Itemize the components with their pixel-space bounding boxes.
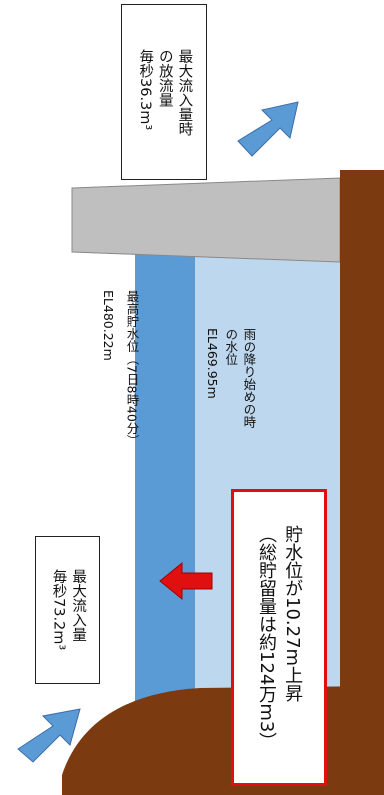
max-level-line-1: 最高貯水位（7日8時40分） (124, 290, 140, 447)
max-level-label: 最高貯水位（7日8時40分） EL480.22m (96, 290, 144, 447)
inflow-arrow-icon (17, 708, 81, 763)
inflow-line-1: 最大流入量 (70, 569, 87, 642)
outflow-line-1: 最大流入量時 (176, 48, 193, 136)
rise-arrow-icon (159, 561, 213, 601)
rise-line-2: （総貯留量は約124万m3） (256, 524, 277, 751)
outflow-arrow-icon (237, 101, 299, 157)
dam-body (71, 177, 341, 263)
inflow-label: 最大流入量 毎秒73.2m³ (48, 569, 87, 650)
rise-line-1: 貯水位が10.27m上昇 (282, 524, 304, 702)
outflow-line-2: の放流量 (156, 48, 173, 107)
risen-water-region (135, 245, 195, 765)
rise-callout-box: 貯水位が10.27m上昇 （総貯留量は約124万m3） (231, 489, 327, 786)
start-level-line-2: の水位 (223, 328, 239, 366)
start-level-line-1: 雨の降り始めの時 (241, 328, 257, 428)
outflow-box: 最大流入量時 の放流量 毎秒36.3m³ (121, 4, 207, 180)
rise-label: 貯水位が10.27m上昇 （総貯留量は約124万m3） (253, 525, 305, 750)
inflow-box: 最大流入量 毎秒73.2m³ (35, 536, 100, 684)
inflow-line-2: 毎秒73.2m³ (50, 569, 67, 651)
max-level-line-2: EL480.22m (100, 290, 116, 361)
start-level-line-3: EL469.95m (205, 328, 221, 399)
start-level-label: 雨の降り始めの時 の水位 EL469.95m (203, 328, 257, 428)
outflow-line-3: 毎秒36.3m³ (137, 48, 154, 130)
ground-bottom (62, 686, 384, 795)
outflow-label: 最大流入量時 の放流量 毎秒36.3m³ (135, 49, 194, 136)
